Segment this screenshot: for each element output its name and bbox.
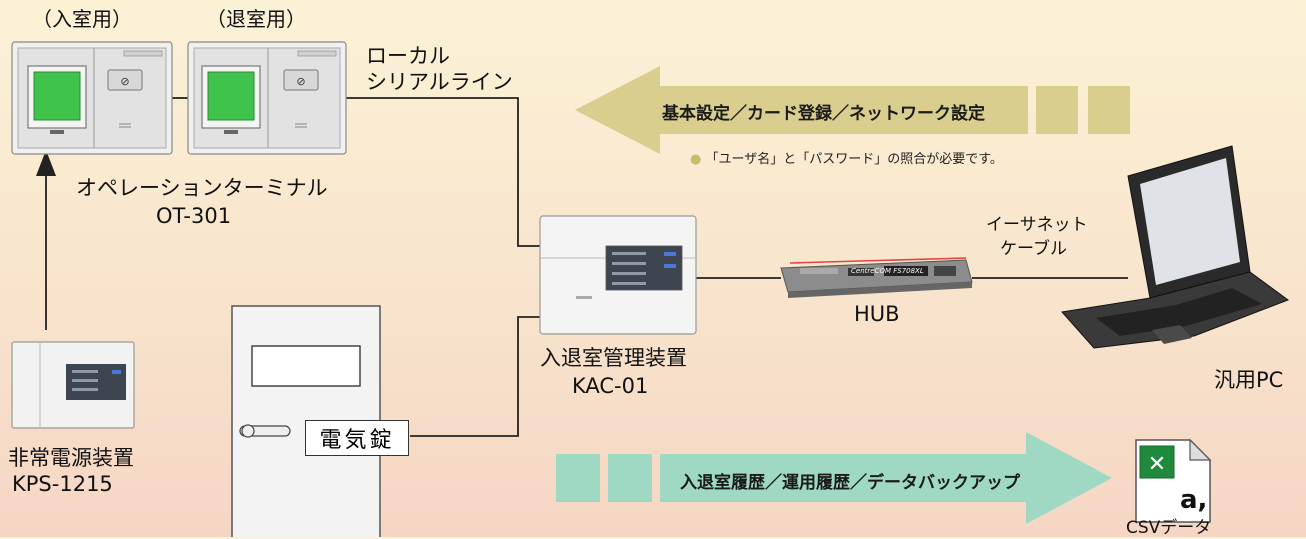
connection-lines [45,97,1128,437]
lock-line [410,316,540,437]
laptop-pc [1061,145,1290,349]
pc-label: 汎用PC [1214,368,1284,392]
power-model: KPS-1215 [12,472,113,496]
bottom-arrow-block [556,454,600,502]
power-arrowhead [36,150,56,176]
hub-device [780,257,973,298]
top-arrow-shape [575,66,1028,154]
controller-device [539,215,697,335]
svg-text:⊘: ⊘ [296,75,305,88]
note-text: 「ユーザ名」と「パスワード」の照合が必要です。 [705,152,1003,167]
hub-label: HUB [854,302,900,326]
svg-text:⊘: ⊘ [120,75,129,88]
serial-line-label-1: ローカル [366,44,450,68]
ethernet-label-2: ケーブル [1000,239,1067,259]
terminal-model: OT-301 [156,204,232,228]
power-name: 非常電源装置 [8,446,134,470]
bottom-arrow [556,432,1112,524]
csv-icon-letter: a, [1180,485,1208,515]
exit-terminal-label: （退室用） [206,7,306,31]
terminal-name: オペレーションターミナル [76,176,328,200]
note-bullet: ● [690,152,702,167]
top-arrow-block [1036,86,1078,134]
csv-file-icon: ✕ [1135,438,1212,523]
controller-model: KAC-01 [572,374,649,398]
entry-terminal-label: （入室用） [32,7,132,31]
controller-name: 入退室管理装置 [540,346,687,370]
entry-terminal: ⊘ [11,41,173,155]
top-arrow-text: 基本設定／カード登録／ネットワーク設定 [662,104,985,124]
bottom-arrow-block [608,454,652,502]
top-arrow-block [1088,86,1130,134]
electric-lock-label: 電気錠 [319,428,395,453]
csv-label: CSVデータ [1126,518,1212,538]
auth-note: ● 「ユーザ名」と「パスワード」の照合が必要です。 [690,148,1003,167]
power-unit [11,341,135,429]
ethernet-label-1: イーサネット [986,215,1088,235]
hub-brand: CentreCOM FS708XL [851,267,924,275]
bottom-arrow-text: 入退室履歴／運用履歴／データバックアップ [680,473,1020,493]
electric-lock-box: 電気錠 [305,420,409,456]
bottom-arrow-shape [660,432,1112,524]
serial-line [346,97,540,247]
top-arrow [575,66,1130,154]
serial-line-label-2: シリアルライン [366,70,513,94]
exit-terminal: ⊘ [187,41,347,155]
svg-text:✕: ✕ [1148,452,1166,477]
